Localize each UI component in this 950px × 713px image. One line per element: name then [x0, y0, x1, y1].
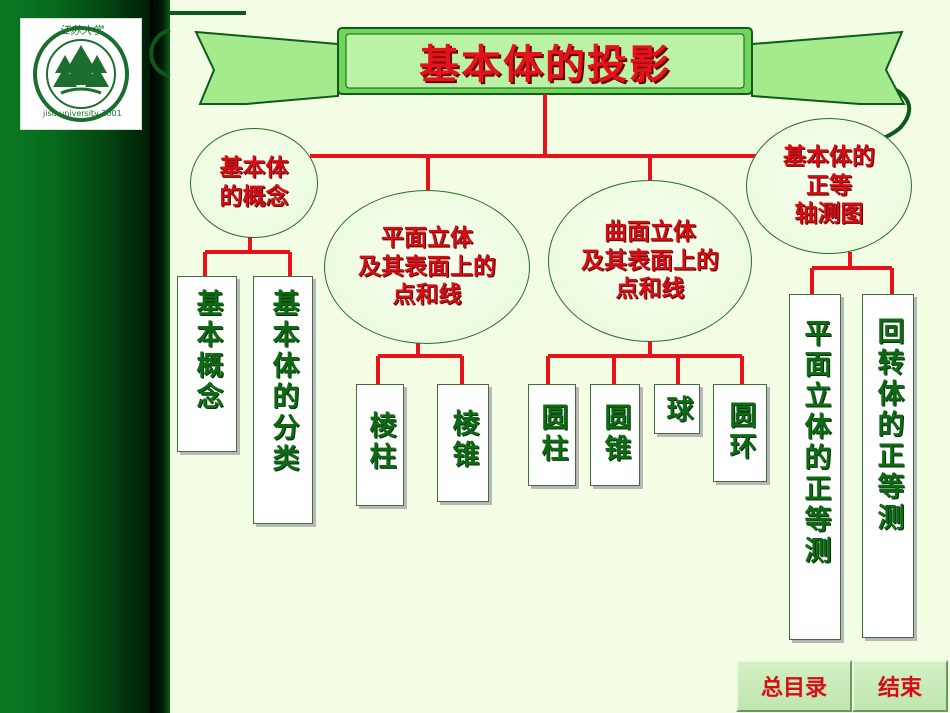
logo-text-ring: jisu university 2001: [43, 109, 122, 118]
node-plane-solid[interactable]: 平面立体 及其表面上的 点和线: [324, 190, 530, 344]
leaf-concept[interactable]: 基本概念: [177, 276, 237, 452]
node-basic-concept[interactable]: 基本体 的概念: [190, 128, 318, 238]
node-curved-solid[interactable]: 曲面立体 及其表面上的 点和线: [548, 180, 752, 342]
logo-text-top: 江苏大学: [59, 24, 103, 37]
leaf-cone[interactable]: 圆锥: [590, 384, 640, 486]
leaf-sphere[interactable]: 球: [654, 384, 700, 434]
leaf-classification[interactable]: 基本体的分类: [253, 276, 313, 524]
left-band-shadow: [150, 0, 170, 713]
toc-button[interactable]: 总目录: [736, 660, 852, 712]
leaf-concept-label: 基本概念: [191, 289, 223, 413]
leaf-prism[interactable]: 棱柱: [356, 384, 404, 506]
node-axonometric-label: 基本体的 正等 轴测图: [783, 143, 875, 228]
node-curved-solid-label: 曲面立体 及其表面上的 点和线: [581, 218, 719, 303]
toc-button-label: 总目录: [760, 676, 827, 701]
leaf-prism-label: 棱柱: [364, 411, 396, 473]
tree-connectors: [203, 94, 894, 384]
leaf-plane-iso-label: 平面立体的正等测: [799, 319, 831, 567]
leaf-plane-iso[interactable]: 平面立体的正等测: [789, 294, 841, 640]
node-plane-solid-label: 平面立体 及其表面上的 点和线: [358, 224, 496, 309]
leaf-sphere-label: 球: [661, 395, 693, 426]
end-button-label: 结束: [877, 676, 922, 701]
title-banner: [194, 27, 906, 105]
node-basic-concept-label: 基本体 的概念: [219, 155, 289, 210]
tree-emblem-icon: [33, 26, 129, 122]
node-axonometric[interactable]: 基本体的 正等 轴测图: [746, 118, 912, 254]
leaf-pyramid[interactable]: 棱锥: [437, 384, 489, 502]
end-button[interactable]: 结束: [852, 660, 948, 712]
leaf-classification-label: 基本体的分类: [267, 289, 299, 475]
leaf-cylinder[interactable]: 圆柱: [528, 384, 576, 486]
leaf-revolve-iso[interactable]: 回转体的正等测: [862, 294, 914, 638]
leaf-cone-label: 圆锥: [599, 403, 631, 465]
page-title: 基本体的投影: [419, 42, 671, 88]
leaf-torus-label: 圆环: [724, 401, 756, 463]
leaf-revolve-iso-label: 回转体的正等测: [872, 317, 904, 534]
leaf-pyramid-label: 棱锥: [447, 409, 479, 471]
university-logo: 江苏大学 jisu university 2001: [20, 18, 142, 130]
leaf-cylinder-label: 圆柱: [536, 403, 568, 465]
leaf-torus[interactable]: 圆环: [713, 384, 767, 482]
